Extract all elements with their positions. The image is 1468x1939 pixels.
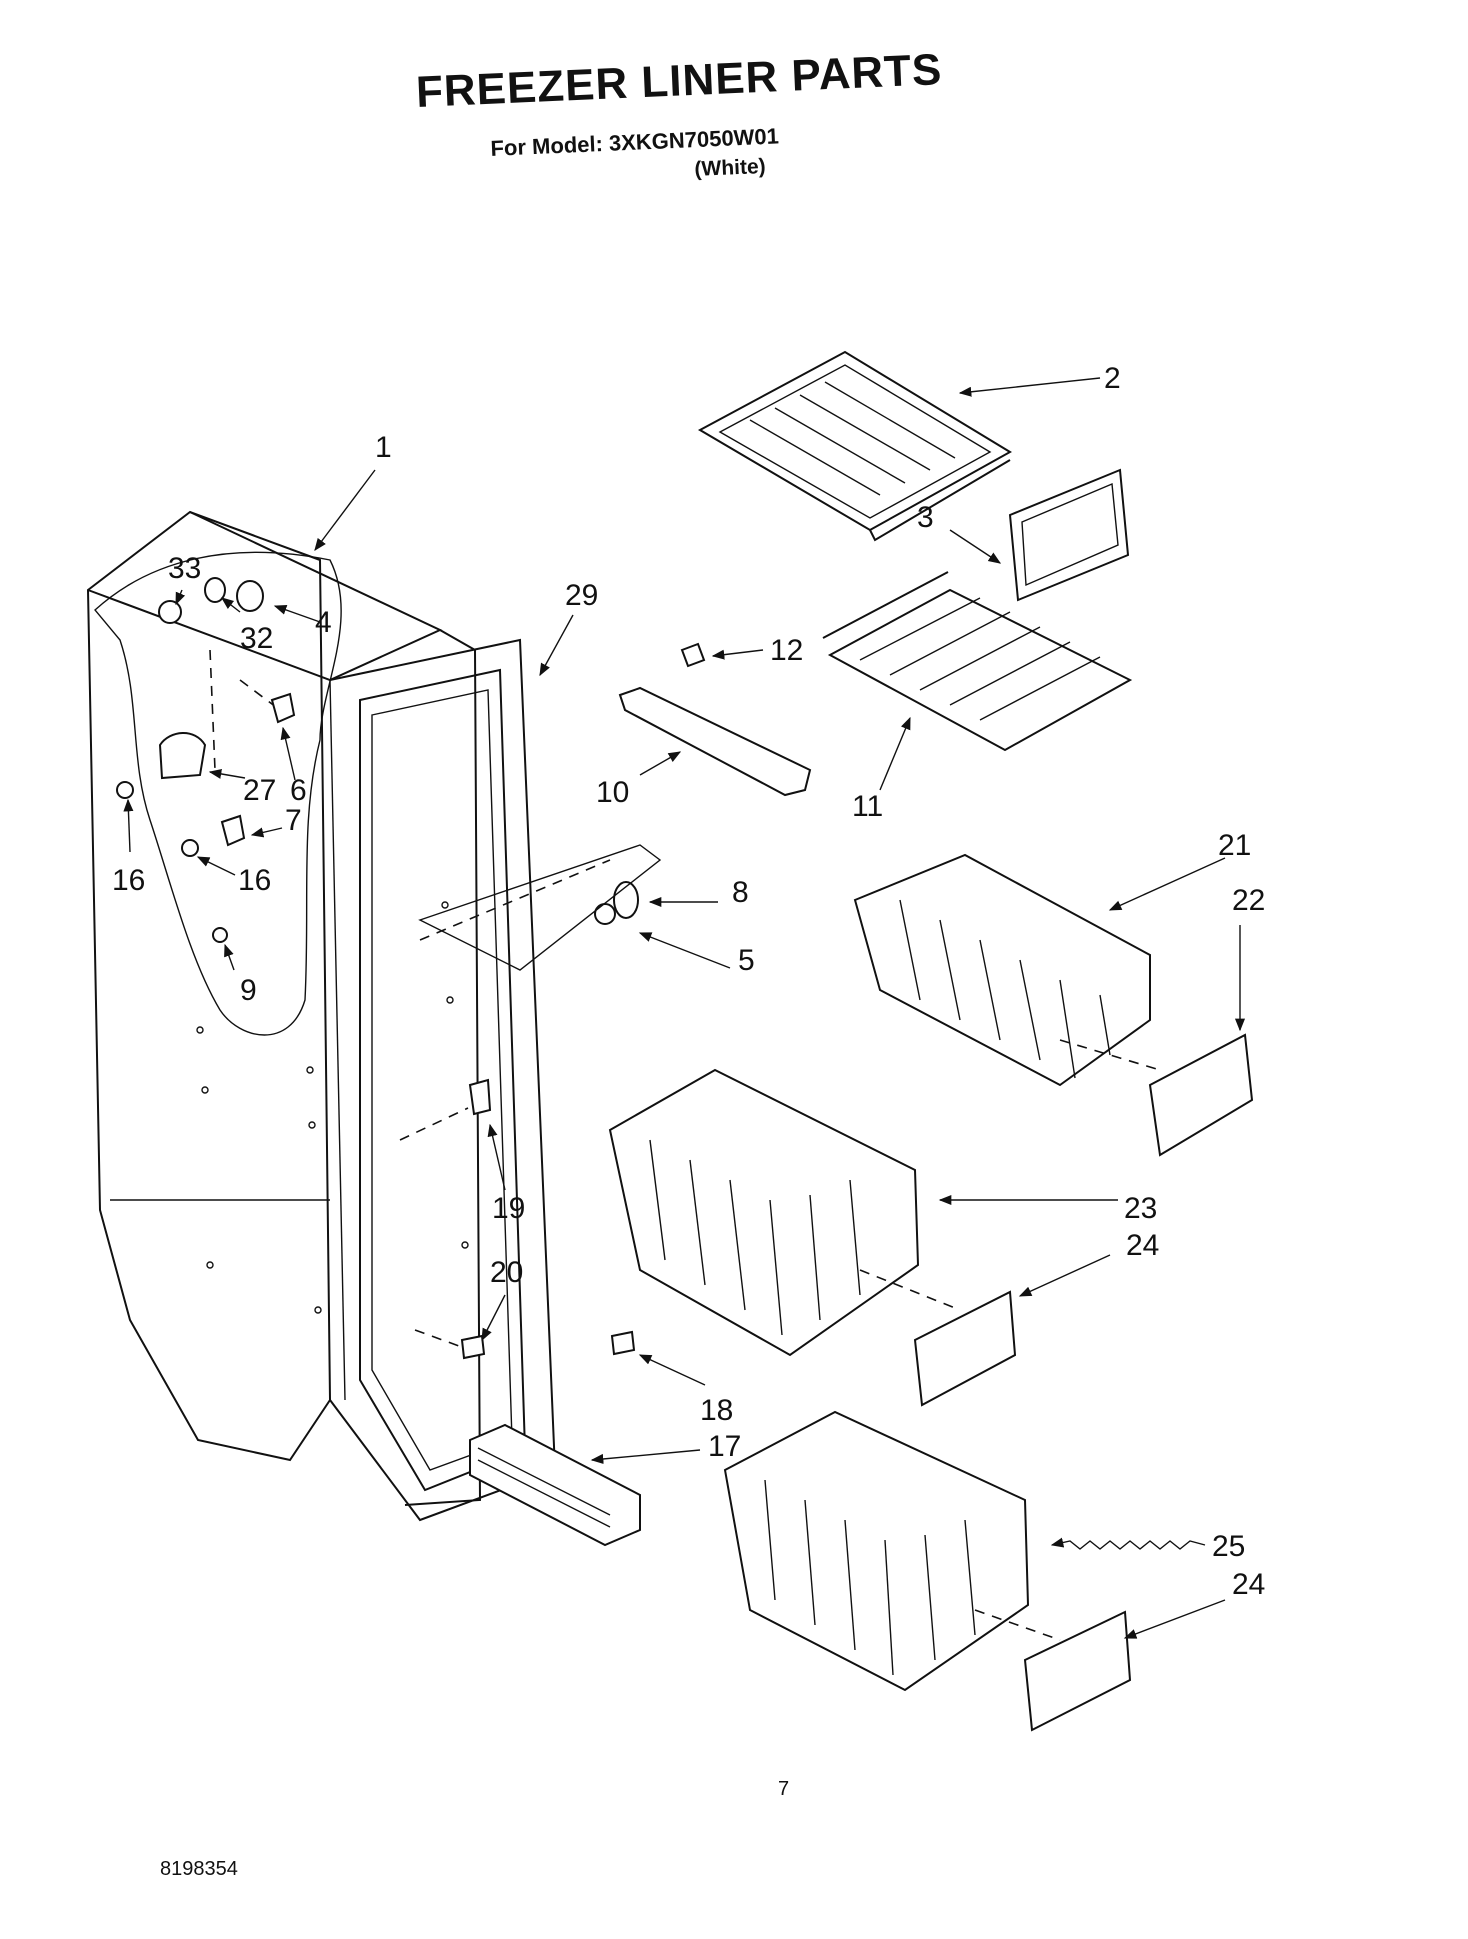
callout-2: 2 [1104,362,1121,395]
callout-24-upper: 24 [1126,1229,1159,1262]
callout-22: 22 [1232,884,1265,917]
callout-19: 19 [492,1192,525,1225]
callout-27: 27 [243,774,276,807]
grille-17 [469,1423,641,1547]
callout-9: 9 [240,974,257,1007]
basket-23 [608,1068,961,1357]
callout-1: 1 [375,431,392,464]
callout-25: 25 [1212,1530,1245,1563]
callout-10: 10 [596,776,629,809]
page-number: 7 [778,1778,790,1800]
callout-20: 20 [490,1256,523,1289]
callout-29: 29 [565,579,598,612]
callout-16-right: 16 [238,864,271,897]
callout-5: 5 [738,944,755,977]
callout-18: 18 [700,1394,733,1427]
callout-23: 23 [1124,1192,1157,1225]
shelf-trim-3 [1008,468,1130,602]
basket-front-22 [1148,1033,1254,1157]
freezer-liner-cabinet [86,510,662,1522]
wire-shelf-11 [822,571,1133,752]
callout-leaders [123,377,1246,1639]
basket-25 [723,1410,1061,1692]
callout-33: 33 [168,552,201,585]
callout-8: 8 [732,876,749,909]
basket-front-24-upper [913,1290,1017,1407]
callout-numbers: 1 2 3 4 5 6 7 8 9 10 11 12 16 16 17 18 1… [112,362,1265,1601]
basket-front-24-lower [1023,1610,1132,1732]
callout-17: 17 [708,1430,741,1463]
shelf-2 [697,350,1012,542]
callout-12: 12 [770,634,803,667]
callout-11: 11 [852,790,883,823]
callout-3: 3 [917,501,934,534]
callout-21: 21 [1218,829,1251,862]
callout-32: 32 [240,622,273,655]
shelf-bracket-10 [618,642,812,797]
callout-24-lower: 24 [1232,1568,1265,1601]
basket-21 [853,853,1161,1087]
callout-6: 6 [290,774,307,807]
callout-16-left: 16 [112,864,145,897]
callout-7: 7 [285,804,302,837]
document-number: 8198354 [160,1858,238,1880]
callout-4: 4 [315,606,332,639]
